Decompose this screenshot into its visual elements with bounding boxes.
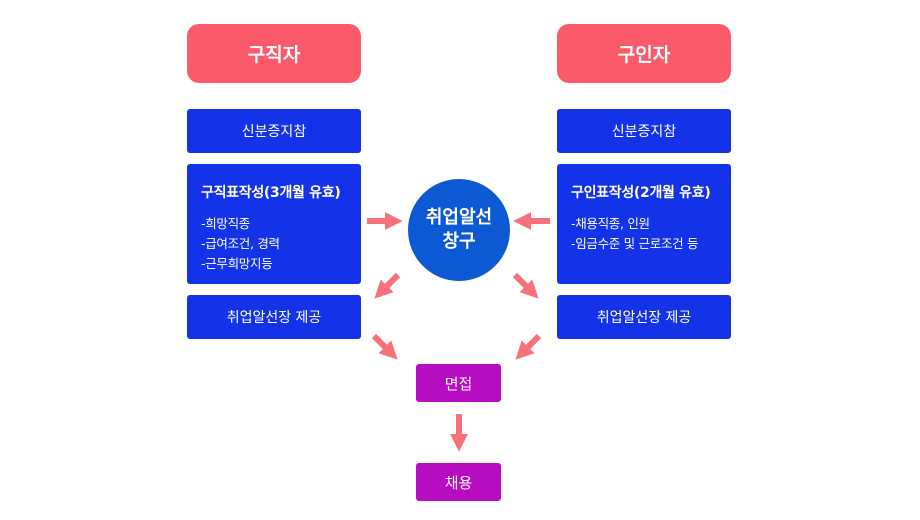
job-seeker-header: 구직자 [187,24,361,83]
referral-desk-line2: 창구 [442,231,476,252]
interview-box: 면접 [416,364,501,402]
list-item: -채용직종, 인원 [571,216,650,231]
list-item: -임금수준 및 근로조건 등 [571,236,699,251]
arrow-down-right-icon [512,272,539,299]
list-item: -근무희망지등 [201,256,273,271]
arrow-down-left-icon [374,272,401,299]
arrow-down-right-icon [371,333,398,360]
referral-desk-circle: 취업알선 창구 [408,179,510,281]
list-item: -급여조건, 경력 [201,236,280,251]
job-seeker-form-box: 구직표작성(3개월 유효) -희망직종 -급여조건, 경력 -근무희망지등 [187,164,361,284]
job-seeker-form-title: 구직표작성(3개월 유효) [201,185,341,201]
job-seeker-form-items: -희망직종 -급여조건, 경력 -근무희망지등 [201,214,361,274]
job-seeker-referral: 취업알선장 제공 [187,295,361,339]
arrow-down-left-icon [515,333,542,360]
job-seeker-id-step: 신분증지참 [187,109,361,153]
hiring-box: 채용 [416,463,501,501]
employer-form-items: -채용직종, 인원 -임금수준 및 근로조건 등 [571,214,731,254]
referral-desk-line1: 취업알선 [425,207,493,228]
employer-form-title: 구인표작성(2개월 유효) [571,185,711,201]
employer-header: 구인자 [557,24,731,83]
employer-id-step: 신분증지참 [557,109,731,153]
list-item: -희망직종 [201,216,251,231]
employer-referral: 취업알선장 제공 [557,295,731,339]
employer-form-box: 구인표작성(2개월 유효) -채용직종, 인원 -임금수준 및 근로조건 등 [557,164,731,284]
